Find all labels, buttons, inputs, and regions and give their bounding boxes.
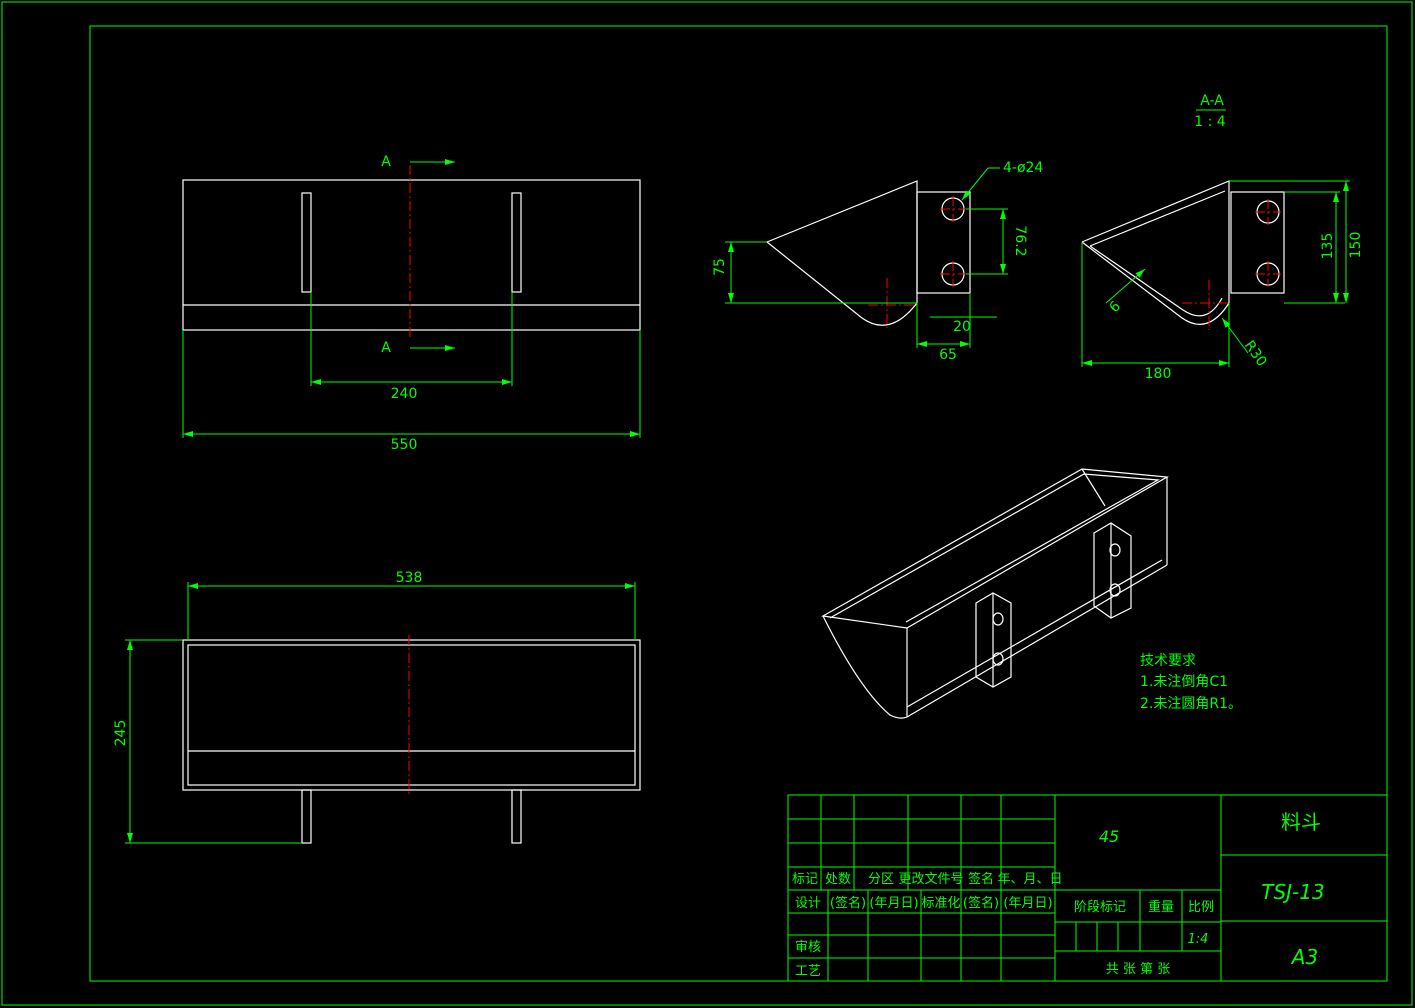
side-flange [916, 191, 971, 294]
dim-height: 75 [712, 258, 728, 276]
material: 45 [1099, 827, 1119, 846]
part-name: 料斗 [1281, 810, 1321, 834]
section-label-top: A [381, 154, 391, 170]
dim-length: 550 [391, 437, 418, 453]
label-stage: 阶段标记 [1074, 900, 1126, 915]
side-view: 4-ø24 76.2 75 20 65 [712, 160, 1043, 363]
section-title: A-A [1200, 93, 1224, 109]
label-mark: 标记 [792, 872, 818, 887]
front-bracket-left [301, 192, 312, 293]
drawing-number: TSJ-13 [1261, 880, 1324, 904]
label-process: 工艺 [795, 964, 821, 979]
front-view: A A 240 550 [182, 154, 641, 453]
label-standard-sign: (签名) [963, 895, 999, 911]
section-label-bottom: A [381, 340, 391, 356]
label-signature: 签名 [968, 871, 994, 887]
top-outline [182, 639, 641, 791]
front-bracket-right [511, 192, 522, 293]
label-count: 处数 [825, 872, 851, 887]
tech-requirements: 技术要求 1.未注倒角C1 2.未注圆角R1。 [1140, 653, 1242, 712]
section-scale: 1 : 4 [1194, 114, 1226, 130]
dim-flange: 65 [939, 347, 957, 363]
sheet-size: A3 [1290, 945, 1318, 969]
title-block: 标记 处数 分区 更改文件号 签名 年、月、日 设计 (签名) (年月日) 标准… [787, 794, 1388, 982]
top-view: 538 245 [113, 570, 641, 844]
label-ratio: 比例 [1188, 900, 1214, 915]
side-slope [766, 180, 918, 303]
section-view: A-A 1 : 4 6 135 150 180 R30 [1081, 93, 1364, 382]
label-standard: 标准化 [921, 896, 960, 911]
label-sheets: 共 张 第 张 [1106, 962, 1170, 977]
top-bracket-left [301, 789, 312, 844]
dim-thickness: 6 [1106, 298, 1124, 316]
dim-hole-pitch: 76.2 [1012, 225, 1028, 256]
dim-depth: 180 [1145, 366, 1172, 382]
hole-callout: 4-ø24 [1003, 160, 1043, 176]
dim-hole-spacing: 240 [391, 386, 418, 402]
front-outline [182, 179, 641, 331]
scale-value: 1:4 [1188, 932, 1209, 947]
dim-total-height: 150 [1348, 232, 1364, 259]
label-zone: 分区 [868, 872, 894, 887]
inner-border [89, 25, 1388, 982]
label-design-sign: (签名) [830, 895, 866, 911]
tech-title: 技术要求 [1140, 653, 1196, 669]
label-design: 设计 [795, 896, 821, 911]
label-date: 年、月、日 [997, 872, 1062, 887]
label-change-doc: 更改文件号 [898, 872, 963, 887]
isometric-view [821, 468, 1169, 719]
label-design-date: (年月日) [869, 896, 918, 911]
tech-line-1: 1.未注倒角C1 [1140, 674, 1228, 690]
dim-inner-height: 135 [1320, 233, 1336, 260]
dim-width: 245 [113, 720, 129, 747]
label-standard-date: (年月日) [1003, 896, 1052, 911]
side-curve [766, 241, 918, 326]
label-weight: 重量 [1148, 899, 1174, 915]
top-inner [187, 644, 636, 786]
tech-line-2: 2.未注圆角R1。 [1140, 696, 1242, 712]
dim-radius: R30 [1241, 338, 1270, 370]
dim-offset: 20 [953, 319, 971, 335]
label-review: 审核 [795, 940, 821, 955]
dim-inner-length: 538 [396, 570, 423, 586]
top-bracket-right [511, 789, 522, 844]
